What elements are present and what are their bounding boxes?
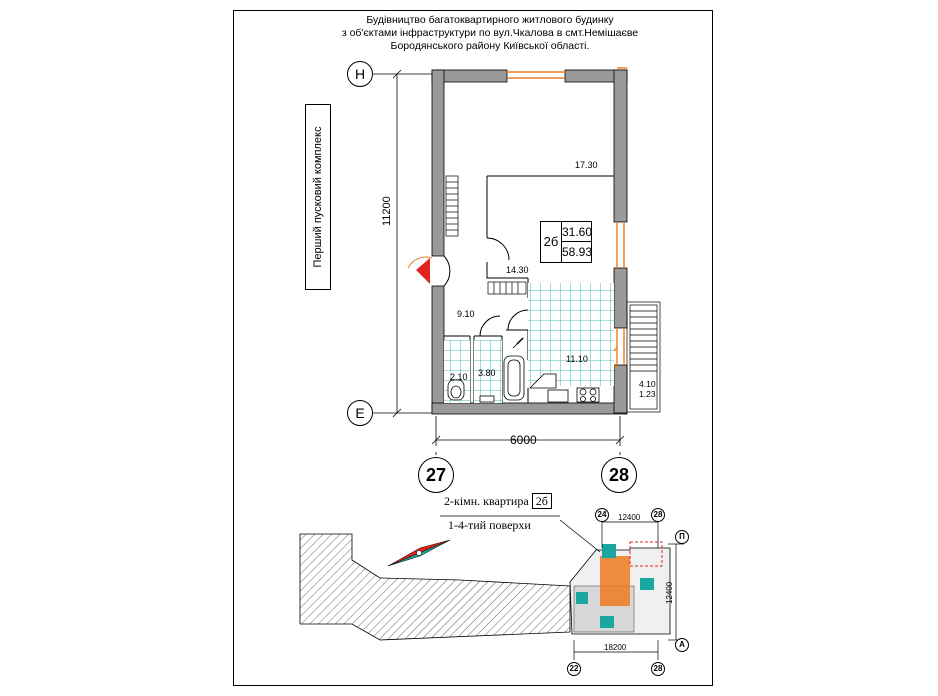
key-axis-bottom-left-label: 22 bbox=[569, 664, 579, 673]
room-area-small: 14.30 bbox=[506, 265, 529, 275]
key-teal-1 bbox=[602, 544, 616, 558]
key-width-bottom: 18200 bbox=[604, 643, 627, 652]
axis-right-label: 28 bbox=[608, 465, 630, 485]
key-orange-area bbox=[600, 556, 630, 606]
complex-label: Перший пусковий комплекс bbox=[312, 126, 324, 268]
axis-top-marker: Н bbox=[347, 61, 373, 87]
room-area-large: 17.30 bbox=[575, 160, 598, 170]
axis-left-label: 27 bbox=[425, 465, 447, 485]
key-axis-top-left: 24 bbox=[595, 508, 609, 522]
axis-top-label: Н bbox=[354, 66, 366, 82]
windows bbox=[507, 67, 627, 369]
kitchen-tile-floor bbox=[528, 283, 614, 386]
key-axis-top-right-label: 28 bbox=[653, 510, 663, 519]
apartment-type-label: 2-кімн. квартира 2б bbox=[444, 493, 552, 509]
axis-right-marker: 28 bbox=[601, 457, 637, 493]
dimension-height: 11200 bbox=[381, 196, 393, 226]
key-axis-top-right: 28 bbox=[651, 508, 665, 522]
title-line-2: з об'єктами інфраструктури по вул.Чкалов… bbox=[341, 27, 639, 39]
floors-label: 1-4-тий поверхи bbox=[448, 518, 531, 532]
title-line-1: Будівництво багатоквартирного житлового … bbox=[366, 14, 614, 26]
key-axis-bottom-right-label: 28 bbox=[653, 664, 663, 673]
key-teal-4 bbox=[600, 616, 614, 628]
total-area: 58.93 bbox=[561, 242, 592, 263]
compass-icon bbox=[387, 539, 451, 567]
axis-bottom-marker: Е bbox=[347, 400, 373, 426]
kitchen-area: 11.10 bbox=[566, 354, 588, 364]
key-teal-3 bbox=[640, 578, 654, 590]
key-axis-right-bottom-label: А bbox=[679, 640, 685, 649]
key-width-top: 12400 bbox=[618, 513, 641, 522]
existing-building-hatch bbox=[299, 533, 571, 641]
dimension-width: 6000 bbox=[510, 433, 537, 447]
key-plan bbox=[299, 515, 684, 660]
key-axis-right-top-label: П bbox=[679, 532, 685, 541]
walls bbox=[431, 69, 628, 415]
key-axis-top-left-label: 24 bbox=[597, 510, 607, 519]
key-red-outline bbox=[629, 541, 663, 567]
apartment-area-box: 2б 31.60 58.93 bbox=[540, 221, 592, 263]
key-height: 12400 bbox=[665, 581, 674, 604]
title-line-3: Бородянського району Київської області. bbox=[390, 40, 590, 52]
bath-area: 3.80 bbox=[478, 368, 496, 378]
living-area: 31.60 bbox=[561, 222, 592, 242]
key-teal-2 bbox=[576, 592, 588, 604]
wc-area: 2.10 bbox=[450, 372, 468, 382]
balcony-area-2: 1.23 bbox=[639, 389, 656, 399]
complex-label-box: Перший пусковий комплекс bbox=[305, 104, 331, 290]
key-axis-right-bottom: А bbox=[675, 638, 689, 652]
key-axis-bottom-right: 28 bbox=[651, 662, 665, 676]
wardrobe-hatching bbox=[445, 175, 527, 295]
apartment-type-text: 2-кімн. квартира bbox=[444, 494, 529, 508]
drawing-title: Будівництво багатоквартирного житлового … bbox=[330, 14, 650, 53]
key-pointer bbox=[559, 519, 601, 553]
apartment-number: 2б bbox=[543, 234, 559, 249]
apartment-type-code: 2б bbox=[531, 493, 552, 509]
entry-arrow-icon bbox=[416, 258, 430, 284]
key-axis-bottom-left: 22 bbox=[567, 662, 581, 676]
fixtures bbox=[447, 337, 600, 403]
entry-door-swing bbox=[407, 256, 433, 269]
hall-area: 9.10 bbox=[457, 309, 475, 319]
axis-left-marker: 27 bbox=[418, 457, 454, 493]
balcony bbox=[626, 301, 661, 413]
drawing-frame bbox=[233, 10, 713, 686]
bath-tile-floor bbox=[474, 340, 502, 403]
axis-bottom-label: Е bbox=[355, 405, 365, 421]
balcony-area-1: 4.10 bbox=[639, 379, 656, 389]
key-axis-right-top: П bbox=[675, 530, 689, 544]
